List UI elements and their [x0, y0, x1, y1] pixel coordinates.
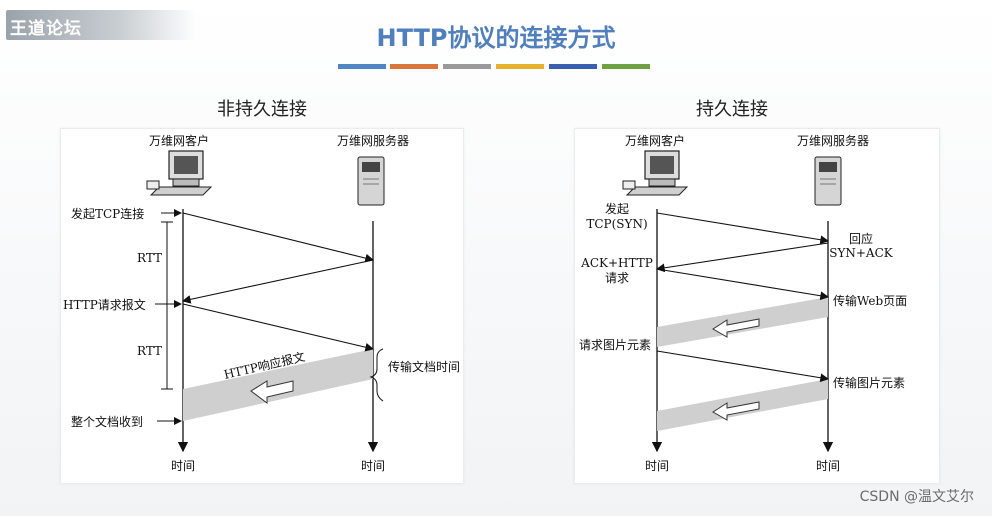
event-label-tcp-connect: 发起TCP连接 [71, 206, 144, 221]
right-server-time-label: 时间 [816, 459, 840, 473]
event-label-document-received: 整个文档收到 [71, 414, 143, 429]
right-note-tcp-syn: TCP(SYN) [586, 217, 647, 231]
client-computer-icon [146, 150, 213, 196]
event-label-rtt-1: RTT [137, 251, 162, 265]
right-note-ack-http: ACK+HTTP [580, 256, 653, 270]
left-client-time-label: 时间 [171, 459, 195, 473]
left-transfer-label: 传输文档时间 [388, 359, 460, 374]
right-note-transfer-image: 传输图片元素 [833, 375, 905, 390]
right-note-reply: 回应 [849, 231, 873, 246]
watermark: CSDN @温文艾尔 [859, 489, 974, 505]
right-sequence-diagram: 万维网客户 万维网服务器 发起 TCP(SYN) ACK+HTTP 请求 请求图… [579, 133, 907, 473]
left-diagram-panel: 万维网客户 万维网服务器 发起TCP连接 RTT HTTP [60, 128, 464, 484]
left-sequence-diagram: 万维网客户 万维网服务器 发起TCP连接 RTT HTTP [63, 133, 460, 473]
right-note-syn-ack: SYN+ACK [829, 246, 894, 260]
client-computer-icon [622, 150, 689, 196]
event-label-http-request: HTTP请求报文 [63, 297, 146, 312]
left-section-title: 非持久连接 [217, 99, 307, 120]
logo-text: 王道论坛 [10, 19, 82, 39]
color-bar-3 [443, 64, 491, 69]
color-bar-6 [602, 64, 650, 69]
server-icon [357, 156, 385, 206]
event-label-rtt-2: RTT [137, 344, 162, 358]
right-client-label: 万维网客户 [625, 133, 685, 148]
server-icon [814, 156, 842, 206]
right-server-label: 万维网服务器 [797, 133, 869, 148]
page-title: HTTP协议的连接方式 [376, 24, 616, 52]
left-server-label: 万维网服务器 [337, 133, 409, 148]
right-note-initiate: 发起 [605, 201, 629, 216]
right-note-request: 请求 [605, 271, 629, 285]
color-bar-4 [496, 64, 544, 69]
color-bar-5 [549, 64, 597, 69]
right-note-request-image: 请求图片元素 [579, 338, 651, 352]
left-client-label: 万维网客户 [149, 133, 209, 148]
right-section-title: 持久连接 [696, 99, 768, 120]
right-client-time-label: 时间 [645, 459, 669, 473]
left-response-arrow [250, 380, 294, 404]
right-note-transfer-web: 传输Web页面 [833, 293, 907, 308]
color-bar-1 [338, 64, 386, 69]
logo: 王道论坛 [6, 10, 196, 40]
right-diagram-panel: 万维网客户 万维网服务器 发起 TCP(SYN) ACK+HTTP 请求 请求图… [574, 128, 940, 484]
color-bar-2 [390, 64, 438, 69]
left-server-time-label: 时间 [361, 459, 385, 473]
